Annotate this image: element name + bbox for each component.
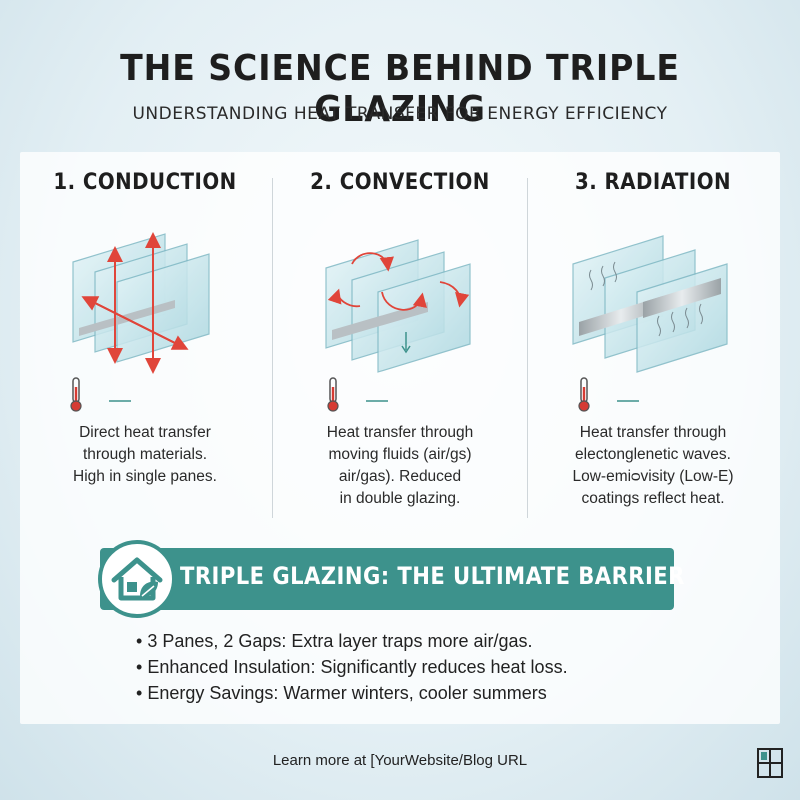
section-convection: 2. CONVECTION Heat transfer through movi… [290,170,510,507]
conduction-glass-illustration [72,232,210,374]
thermometer-icon [327,377,388,412]
list-item: 3 Panes, 2 Gaps: Extra layer traps more … [136,628,696,654]
list-item: Enhanced Insulation: Significantly reduc… [136,654,696,680]
section-description: Heat transfer through moving fluids (air… [326,424,474,507]
thermometer-icon [578,377,639,412]
house-leaf-badge [98,540,176,618]
thermometer-icon [70,377,131,412]
section-radiation: 3. RADIATION Heat transfer through elect… [543,170,763,507]
convection-glass-illustration [325,239,471,373]
section-title: 1. CONDUCTION [53,170,237,195]
list-item: Energy Savings: Warmer winters, cooler s… [136,680,696,706]
section-title: 3. RADIATION [574,170,732,195]
triple-glazing-banner: TRIPLE GLAZING: THE ULTIMATE BARRIER [100,548,685,610]
section-description: Heat transfer through electonglenetic wa… [572,424,734,507]
page-title: THE SCIENCE BEHIND TRIPLE GLAZING [120,48,680,130]
footer-link-text[interactable]: Learn more at [YourWebsite/Blog URL [272,752,528,769]
section-description: Direct heat transfer through materials. … [73,424,217,485]
logo-icon [757,748,783,778]
banner-title: TRIPLE GLAZING: THE ULTIMATE BARRIER [180,562,685,590]
page-subtitle: UNDERSTANDING HEAT TRANSFER FOR ENERGY E… [132,104,668,124]
section-conduction: 1. CONDUCTION Direct heat transfer throu… [35,170,255,485]
column-divider [527,178,528,518]
section-title: 2. CONVECTION [310,170,490,195]
benefits-list: 3 Panes, 2 Gaps: Extra layer traps more … [136,628,696,706]
radiation-glass-illustration [572,235,728,373]
house-leaf-icon [111,557,163,601]
column-divider [272,178,273,518]
